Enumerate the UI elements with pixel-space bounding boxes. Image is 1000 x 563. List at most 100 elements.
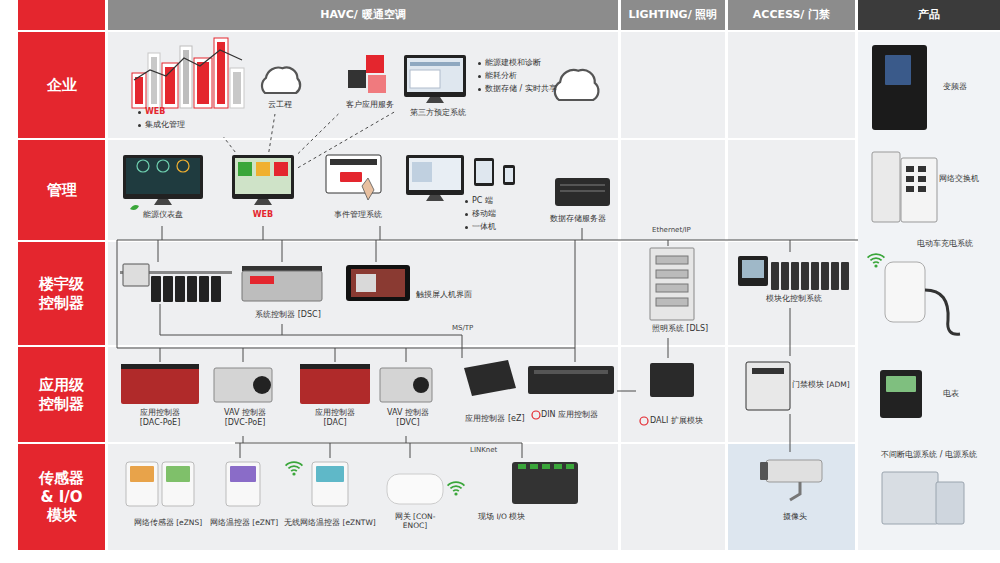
touch-screen: [346, 265, 410, 301]
device-caption: 不间断电源系统 / 电源系统: [860, 450, 998, 460]
thermostat-screen: [230, 466, 256, 482]
header-band: 产品: [858, 0, 1000, 30]
network-wire: [668, 338, 669, 358]
din-controller: [528, 366, 614, 394]
device-caption: 能源仪表盘: [120, 210, 205, 220]
text-box: 事件管理系统: [318, 210, 398, 220]
text-box: DIN 应用控制器: [541, 410, 617, 420]
device-node: 现场 I/O 模块: [470, 456, 585, 526]
bullet-dot: [465, 200, 468, 203]
text-box: 照明系统 [DLS]: [640, 324, 720, 334]
device-caption: 网络传感器 [eZNS]: [118, 518, 218, 527]
building-bar: [233, 72, 241, 104]
tablet-symbol: [474, 158, 494, 186]
screen-detail: [356, 274, 376, 292]
bullet-dot: [465, 213, 468, 216]
text-box: 数据存储服务器: [535, 214, 620, 224]
band-title: 企业: [22, 76, 102, 95]
text-box: 网络温控器 [eZNT]: [203, 518, 285, 527]
device-caption: 电动车充电系统: [917, 239, 997, 249]
network-wire: [243, 436, 244, 443]
network-wire: [668, 240, 669, 246]
switch-body: [901, 158, 937, 222]
text-box: 应用级 控制器: [18, 347, 105, 442]
wireless-symbol: [454, 492, 457, 495]
device-node: 模块化控制系统: [735, 252, 853, 308]
grid-cell: [108, 140, 618, 240]
monitor-stand: [254, 199, 272, 205]
meter-body: [880, 370, 922, 418]
bullet-dot: [478, 75, 481, 78]
server-detail: [560, 190, 605, 192]
modular-controller: [738, 256, 768, 286]
screen-detail: [412, 162, 432, 182]
header-band: 楼宇级 控制器: [18, 242, 105, 345]
bullet-row: 能源建模和诊断: [478, 58, 578, 68]
server-detail: [560, 184, 605, 186]
device-node: 网络温控器 [eZNT]: [203, 456, 285, 530]
device-caption: 照明系统 [DLS]: [640, 324, 720, 334]
list-item: 一体机: [472, 222, 496, 232]
wireless-symbol: [450, 486, 461, 488]
bullet-row: 一体机: [465, 222, 523, 232]
dashed-link: [298, 112, 395, 168]
panel-module: [656, 270, 688, 278]
device-node: 摄像头: [752, 452, 837, 526]
network-wire: [406, 348, 407, 362]
grid-cell: [621, 242, 725, 345]
vav-controller: [380, 368, 432, 402]
network-wire: [158, 240, 159, 262]
device-node: 数据存储服务器: [535, 170, 620, 228]
corner-cell: [18, 0, 105, 30]
wireless-symbol: [288, 466, 299, 468]
device-node: 应用控制器 [DAC-PoE]: [118, 362, 202, 436]
trend-line: [134, 50, 242, 80]
text-box: 传感器 & I/O 模块: [18, 444, 105, 550]
dashed-link: [298, 114, 338, 154]
terminal-strip: [121, 364, 199, 369]
device-node: 能源建模和诊断能耗分析数据存储 / 实时共享: [478, 52, 550, 110]
camera-body: [766, 460, 822, 482]
building-bar: [214, 38, 228, 108]
device-node: 应用控制器 [DAC]: [295, 362, 375, 436]
network-wire: [263, 226, 264, 240]
network-label: LINKnet: [470, 446, 497, 454]
lighting-panel: [650, 248, 694, 320]
io-module: [211, 276, 221, 302]
screen-detail: [238, 162, 252, 176]
device-caption: 应用控制器 [DAC]: [308, 408, 362, 428]
dashed-link: [269, 114, 275, 152]
io-module: [151, 276, 161, 302]
band-title: 楼宇级 控制器: [38, 275, 86, 313]
building-bar: [148, 53, 160, 108]
thermostat-screen: [130, 466, 154, 482]
wireless-symbol: [453, 490, 459, 491]
text-box: VAV 控制器 [DVC]: [378, 408, 438, 428]
io-module: [187, 276, 197, 302]
text-box: 无线网络温控器 [eZNTW]: [280, 518, 380, 527]
dali-module: [650, 363, 694, 397]
text-box: 模块化控制系统: [735, 294, 853, 304]
grid-cell: [108, 242, 618, 345]
text-box: ACCESS/ 门禁: [728, 0, 855, 30]
network-label: Ethernet/IP: [652, 226, 691, 234]
wireless-symbol: [870, 258, 881, 260]
vav-controller: [214, 368, 272, 402]
vfd-body: [872, 45, 927, 130]
device-node: 第三方预定系统: [395, 52, 480, 122]
building-bar: [151, 57, 157, 104]
header-band: 管理: [18, 140, 105, 240]
wireless-symbol: [873, 262, 879, 263]
text-box: 管理: [18, 140, 105, 240]
controller-label: [250, 276, 274, 284]
building-bar: [197, 62, 209, 104]
network-wire: [162, 226, 163, 240]
device-node: 云工程: [250, 52, 310, 114]
cube-symbol: [366, 55, 384, 73]
device-caption: 第三方预定系统: [395, 108, 480, 118]
network-wire: [380, 226, 381, 240]
header-band: 传感器 & I/O 模块: [18, 444, 105, 550]
panel-module: [656, 284, 688, 292]
bullet-row: 能耗分析: [478, 71, 578, 81]
